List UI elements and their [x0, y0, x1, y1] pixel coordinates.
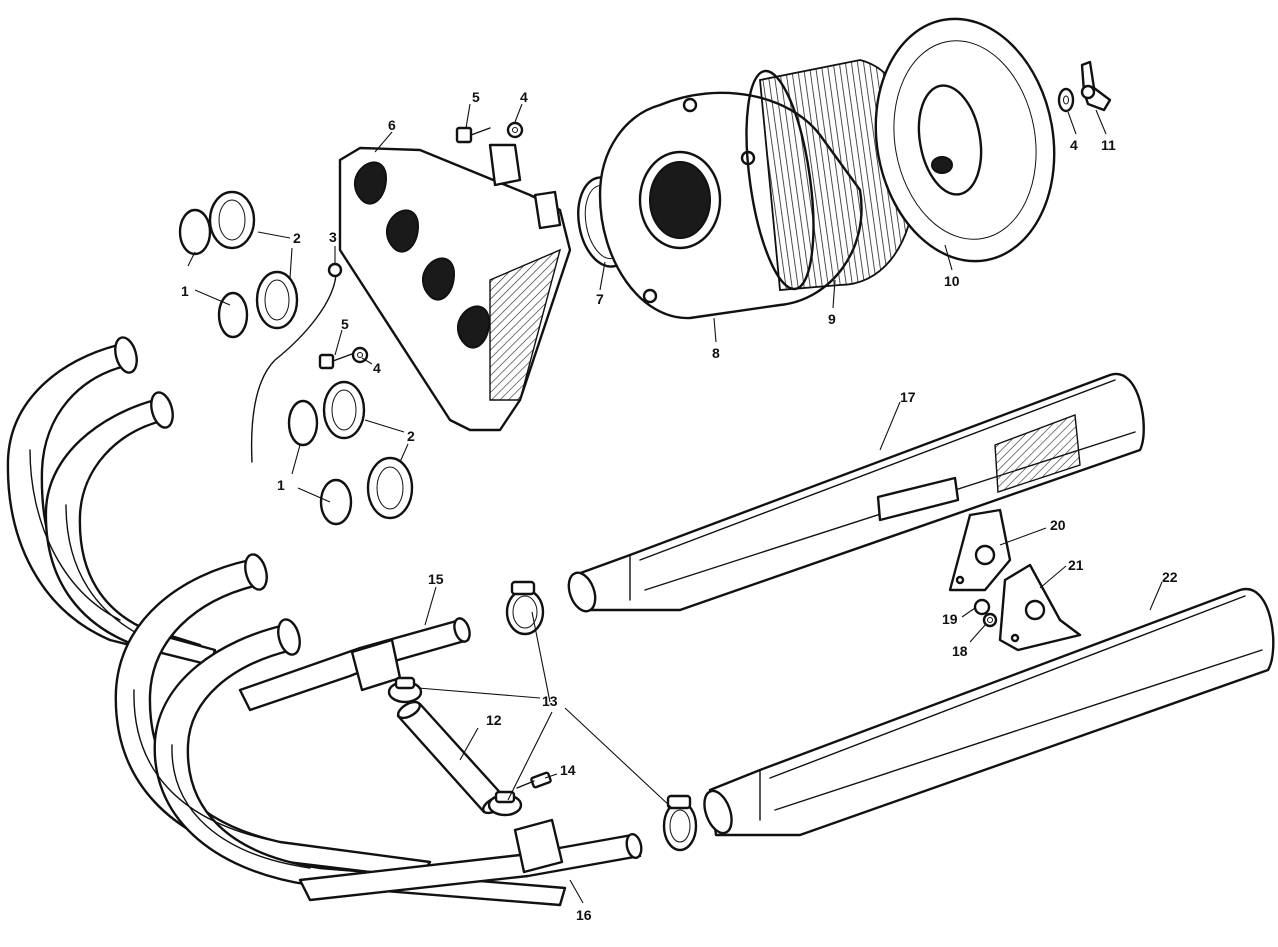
- callout-10: 10: [944, 273, 960, 289]
- callout-14: 14: [560, 762, 576, 778]
- callout-4: 4: [520, 89, 528, 105]
- silencer-upper: [567, 372, 1145, 613]
- washer-4-cover: [1057, 87, 1075, 113]
- callout-18: 18: [952, 643, 968, 659]
- bolt-5-lower: [318, 353, 353, 370]
- nut-washer-18-19: [973, 598, 998, 628]
- callout-15: 15: [428, 571, 444, 587]
- callout-5: 5: [341, 316, 349, 332]
- wing-nut: [1080, 60, 1112, 112]
- callout-7: 7: [596, 291, 604, 307]
- silencer-bracket-21: [998, 563, 1082, 652]
- callout-8: 8: [712, 345, 720, 361]
- callout-17: 17: [900, 389, 916, 405]
- silencer-bracket-20: [948, 508, 1012, 592]
- air-box-backplate: [338, 143, 572, 432]
- callout-4: 4: [373, 360, 381, 376]
- callout-9: 9: [828, 311, 836, 327]
- balance-pipe-upper: [238, 617, 471, 712]
- pipe-clamps: [387, 580, 698, 852]
- air-cleaner-end-cover: [874, 17, 1056, 263]
- breather-pipe: [250, 262, 343, 463]
- callout-22: 22: [1162, 569, 1178, 585]
- callout-12: 12: [486, 712, 502, 728]
- callout-16: 16: [576, 907, 592, 923]
- callout-19: 19: [942, 611, 958, 627]
- bolt-14: [516, 771, 552, 789]
- callout-labels: 1 1 2 2 3 4 4 4 5 5 6 7 8 9 10 11 12 13 …: [181, 89, 1178, 923]
- callout-5: 5: [472, 89, 480, 105]
- callout-2: 2: [407, 428, 415, 444]
- silencer-lower: [703, 587, 1275, 837]
- balance-pipe-lower: [298, 818, 643, 902]
- exhaust-header-pipes-front: [114, 553, 567, 907]
- leader-lines: [187, 103, 1163, 904]
- hose-clips: [178, 208, 353, 526]
- callout-3: 3: [329, 229, 337, 245]
- callout-1: 1: [277, 477, 285, 493]
- callout-6: 6: [388, 117, 396, 133]
- callout-21: 21: [1068, 557, 1084, 573]
- callout-13: 13: [542, 693, 558, 709]
- callout-20: 20: [1050, 517, 1066, 533]
- exhaust-header-pipes-rear: [6, 336, 217, 667]
- bolt-5-upper: [455, 126, 491, 144]
- callout-2: 2: [293, 230, 301, 246]
- callout-11: 11: [1101, 137, 1116, 153]
- callout-4: 4: [1070, 137, 1078, 153]
- washer-4-upper: [506, 121, 524, 139]
- carburettor-hoses: [208, 190, 414, 520]
- callout-1: 1: [181, 283, 189, 299]
